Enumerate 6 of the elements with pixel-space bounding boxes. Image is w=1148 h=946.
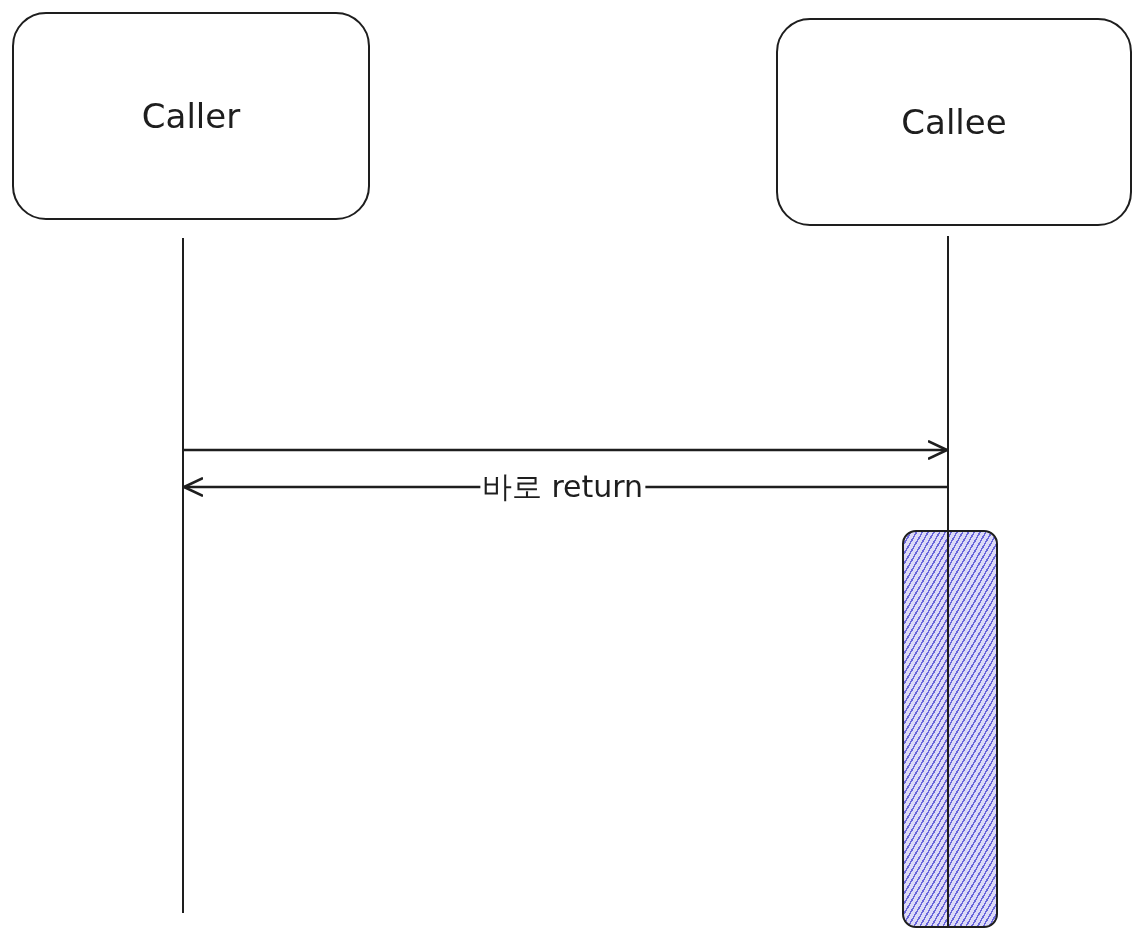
participant-box: Caller	[12, 12, 370, 220]
arrow	[184, 439, 949, 461]
participant-box: Callee	[776, 18, 1132, 226]
lifeline	[947, 236, 949, 926]
lifeline	[182, 238, 184, 913]
activation-bar	[902, 530, 998, 928]
